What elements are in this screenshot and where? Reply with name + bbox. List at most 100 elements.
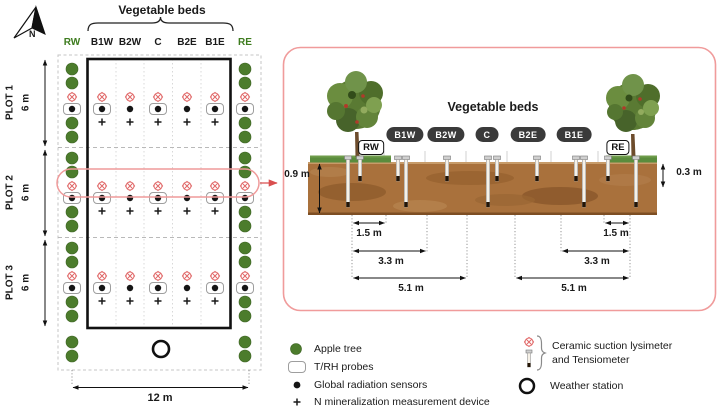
lysimeter-tensiometer-icon	[124, 180, 136, 192]
n-mineralization-icon	[153, 296, 163, 306]
n-mineralization-icon	[293, 398, 301, 406]
apple-tree-icon	[238, 295, 252, 309]
legend-trh-probes: T/RH probes	[314, 361, 374, 373]
n-mineralization-icon	[210, 117, 220, 127]
n-mineralization-icon	[210, 296, 220, 306]
beds-brace	[87, 16, 234, 32]
soil-depth-label: 0.9 m	[284, 169, 310, 180]
apple-tree-icon	[65, 116, 79, 130]
legend-lysimeter-line2: and Tensiometer	[552, 354, 630, 366]
col-header-b1e: B1E	[205, 37, 225, 48]
col-header-b2e: B2E	[177, 37, 197, 48]
col-header-rw: RW	[63, 37, 81, 48]
width-dimension-label: 12 m	[147, 392, 173, 404]
weather-station-icon	[518, 377, 536, 395]
legend-apple-tree: Apple tree	[314, 343, 362, 355]
apple-tree-icon	[238, 130, 252, 144]
plot2-height: 6 m	[20, 183, 32, 202]
lysimeter-tensiometer-icon	[66, 270, 78, 282]
apple-tree-icon	[65, 130, 79, 144]
global-radiation-sensor-icon	[98, 194, 106, 202]
apple-tree-icon	[65, 295, 79, 309]
apple-tree-icon	[290, 343, 302, 355]
lysimeter-tensiometer-icon	[152, 91, 164, 103]
dist-east-15: 1.5 m	[603, 228, 629, 239]
apple-tree-icon	[65, 241, 79, 255]
lysimeter-tensiometer-icon	[124, 91, 136, 103]
n-mineralization-icon	[125, 296, 135, 306]
plot2-highlight-outline	[56, 168, 260, 198]
global-radiation-sensor-icon	[241, 194, 249, 202]
field-outer-boundary	[57, 54, 262, 371]
n-mineralization-icon	[182, 117, 192, 127]
lysimeter-tensiometer-icon	[96, 270, 108, 282]
n-mineralization-icon	[125, 117, 135, 127]
apple-tree-icon	[65, 309, 79, 323]
apple-tree-icon	[238, 219, 252, 233]
col-header-c: C	[154, 37, 162, 48]
bed-label-b1w: B1W	[386, 127, 424, 142]
dist-east-33: 3.3 m	[584, 256, 610, 267]
global-radiation-sensor-icon	[154, 194, 162, 202]
apple-tree-icon	[238, 309, 252, 323]
global-radiation-sensor-icon	[211, 194, 219, 202]
apple-tree-icon	[238, 165, 252, 179]
lysimeter-tensiometer-icon	[96, 180, 108, 192]
lysimeter-tensiometer-icon	[239, 180, 251, 192]
global-radiation-sensor-icon	[241, 105, 249, 113]
dist-west-15: 1.5 m	[356, 228, 382, 239]
apple-tree-icon	[238, 349, 252, 363]
global-radiation-sensor-icon	[98, 105, 106, 113]
apple-tree-icon	[238, 335, 252, 349]
n-mineralization-icon	[153, 117, 163, 127]
bed-label-b2w: B2W	[427, 127, 465, 142]
dist-west-51: 5.1 m	[398, 283, 424, 294]
legend-weather-station: Weather station	[550, 380, 624, 392]
apple-tree-icon	[238, 116, 252, 130]
lysimeter-tensiometer-icon	[66, 180, 78, 192]
apple-tree-icon	[238, 255, 252, 269]
distance-arrows	[353, 220, 629, 281]
plan-markers	[63, 62, 254, 363]
cross-section-title: Vegetable beds	[447, 100, 539, 114]
global-radiation-sensor-icon	[68, 105, 76, 113]
bed-label-c: C	[475, 127, 499, 142]
apple-tree-icon	[65, 76, 79, 90]
n-mineralization-icon	[125, 206, 135, 216]
apple-tree-icon	[65, 205, 79, 219]
lysimeter-tensiometer-icon	[181, 180, 193, 192]
plot1-height: 6 m	[20, 93, 32, 112]
dimension-leaders	[351, 215, 631, 279]
plot3-height: 6 m	[20, 273, 32, 292]
global-radiation-sensor-icon	[154, 105, 162, 113]
dist-west-33: 3.3 m	[378, 256, 404, 267]
lysimeter-tensiometer-icon	[523, 335, 547, 371]
apple-tree-icon	[65, 255, 79, 269]
apple-tree-icon	[65, 349, 79, 363]
apple-tree-icon	[65, 335, 79, 349]
global-radiation-sensor-icon	[211, 284, 219, 292]
beds-boundary-rect	[86, 57, 232, 330]
global-radiation-sensor-icon	[241, 284, 249, 292]
n-mineralization-icon	[182, 206, 192, 216]
lysimeter-tensiometer-icon	[209, 270, 221, 282]
n-mineralization-icon	[182, 296, 192, 306]
bed-separators	[115, 59, 202, 328]
lysimeter-tensiometer-icon	[209, 91, 221, 103]
legend-n-mineralization: N mineralization measurement device	[314, 396, 490, 408]
n-mineralization-icon	[97, 117, 107, 127]
n-mineralization-icon	[97, 296, 107, 306]
apple-tree-icon	[65, 62, 79, 76]
apple-tree-icon	[238, 241, 252, 255]
lysimeter-tensiometer-icon	[124, 270, 136, 282]
plan-title: Vegetable beds	[118, 3, 206, 17]
n-mineralization-icon	[153, 206, 163, 216]
plot3-label: PLOT 3	[4, 265, 16, 301]
tree-row-west-label: RW	[358, 140, 384, 155]
plot-separators	[58, 147, 261, 238]
global-radiation-sensor-icon	[98, 284, 106, 292]
lysimeter-tensiometer-icon	[181, 270, 193, 282]
legend-global-radiation: Global radiation sensors	[314, 379, 428, 391]
global-radiation-sensor-icon	[293, 381, 301, 389]
